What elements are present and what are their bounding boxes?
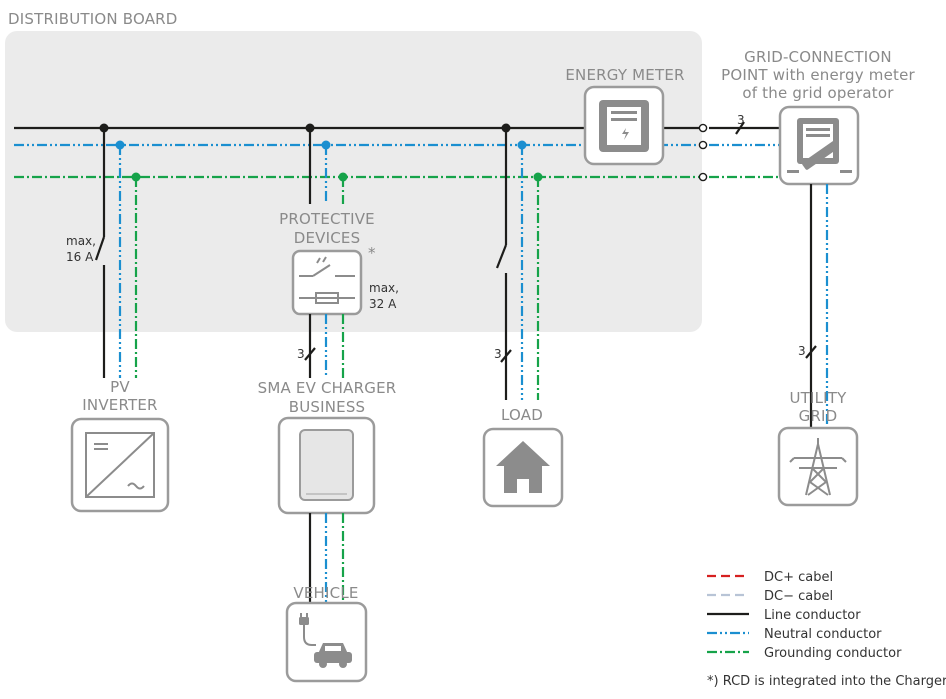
load-breaker-switch [495,244,508,269]
utility-grid-label-1: UTILITY [789,389,847,407]
utility-conductor-count: 3 [798,344,806,358]
legend-label-ground: Grounding conductor [764,646,902,661]
protective-devices-label-2: DEVICES [294,229,361,247]
legend-label-line: Line conductor [764,608,861,623]
energy-meter-icon [599,100,649,152]
grid-conductor-count: 3 [737,113,745,127]
ev-charger-label-1: SMA EV CHARGER [258,379,397,397]
ev-charger-label-2: BUSINESS [289,398,366,416]
grid-connection-label-2: POINT with energy meter [721,66,915,84]
distribution-board-label: DISTRIBUTION BOARD [8,10,178,28]
charger-tick-mark [304,347,316,361]
terminal-ground [698,172,708,182]
pv-inverter-label-2: INVERTER [82,396,157,414]
load-label: LOAD [501,406,543,424]
power-pylon-icon [789,438,847,496]
legend-label-dc-minus: DC− cabel [764,589,833,604]
protective-devices-box [291,249,363,316]
utility-tick-mark [805,345,817,359]
pv-max-label-1: max, [66,234,96,248]
legend-label-dc-plus: DC+ cabel [764,570,833,585]
grid-meter-icon [787,118,852,173]
load-tick-mark [500,349,512,363]
protective-devices-label-1: PROTECTIVE [279,210,375,228]
rcd-asterisk: * [368,244,376,262]
pv-inverter-icon [85,432,155,498]
grid-tick-mark [735,121,745,135]
utility-grid-box [777,426,859,507]
utility-grid-label-2: GRID [799,407,838,425]
vehicle-box [285,601,368,683]
grid-connection-label-1: GRID-CONNECTION [744,48,892,66]
pv-inverter-label-1: PV [110,378,130,396]
distribution-board-area [5,31,702,332]
ev-charger-icon [299,429,354,501]
grid-connection-label-3: of the grid operator [742,84,894,102]
terminal-line [698,123,708,133]
footnote: *) RCD is integrated into the Charger [707,674,946,689]
house-icon [496,441,550,493]
protective-max-label-1: max, [369,281,399,295]
terminal-neutral [698,140,708,150]
pv-max-label-2: 16 A [66,250,94,264]
charger-conductor-count: 3 [297,347,305,361]
legend-label-neutral: Neutral conductor [764,627,882,642]
vehicle-label: VEHICLE [293,584,358,602]
legend: DC+ cabel DC− cabel Line conductor Neutr… [707,570,902,661]
pv-breaker-switch [94,236,106,261]
protective-max-label-2: 32 A [369,297,397,311]
ev-car-plug-icon [299,613,352,668]
load-conductor-count: 3 [494,347,502,361]
protective-device-icon [299,256,355,304]
energy-meter-label: ENERGY METER [565,66,684,84]
